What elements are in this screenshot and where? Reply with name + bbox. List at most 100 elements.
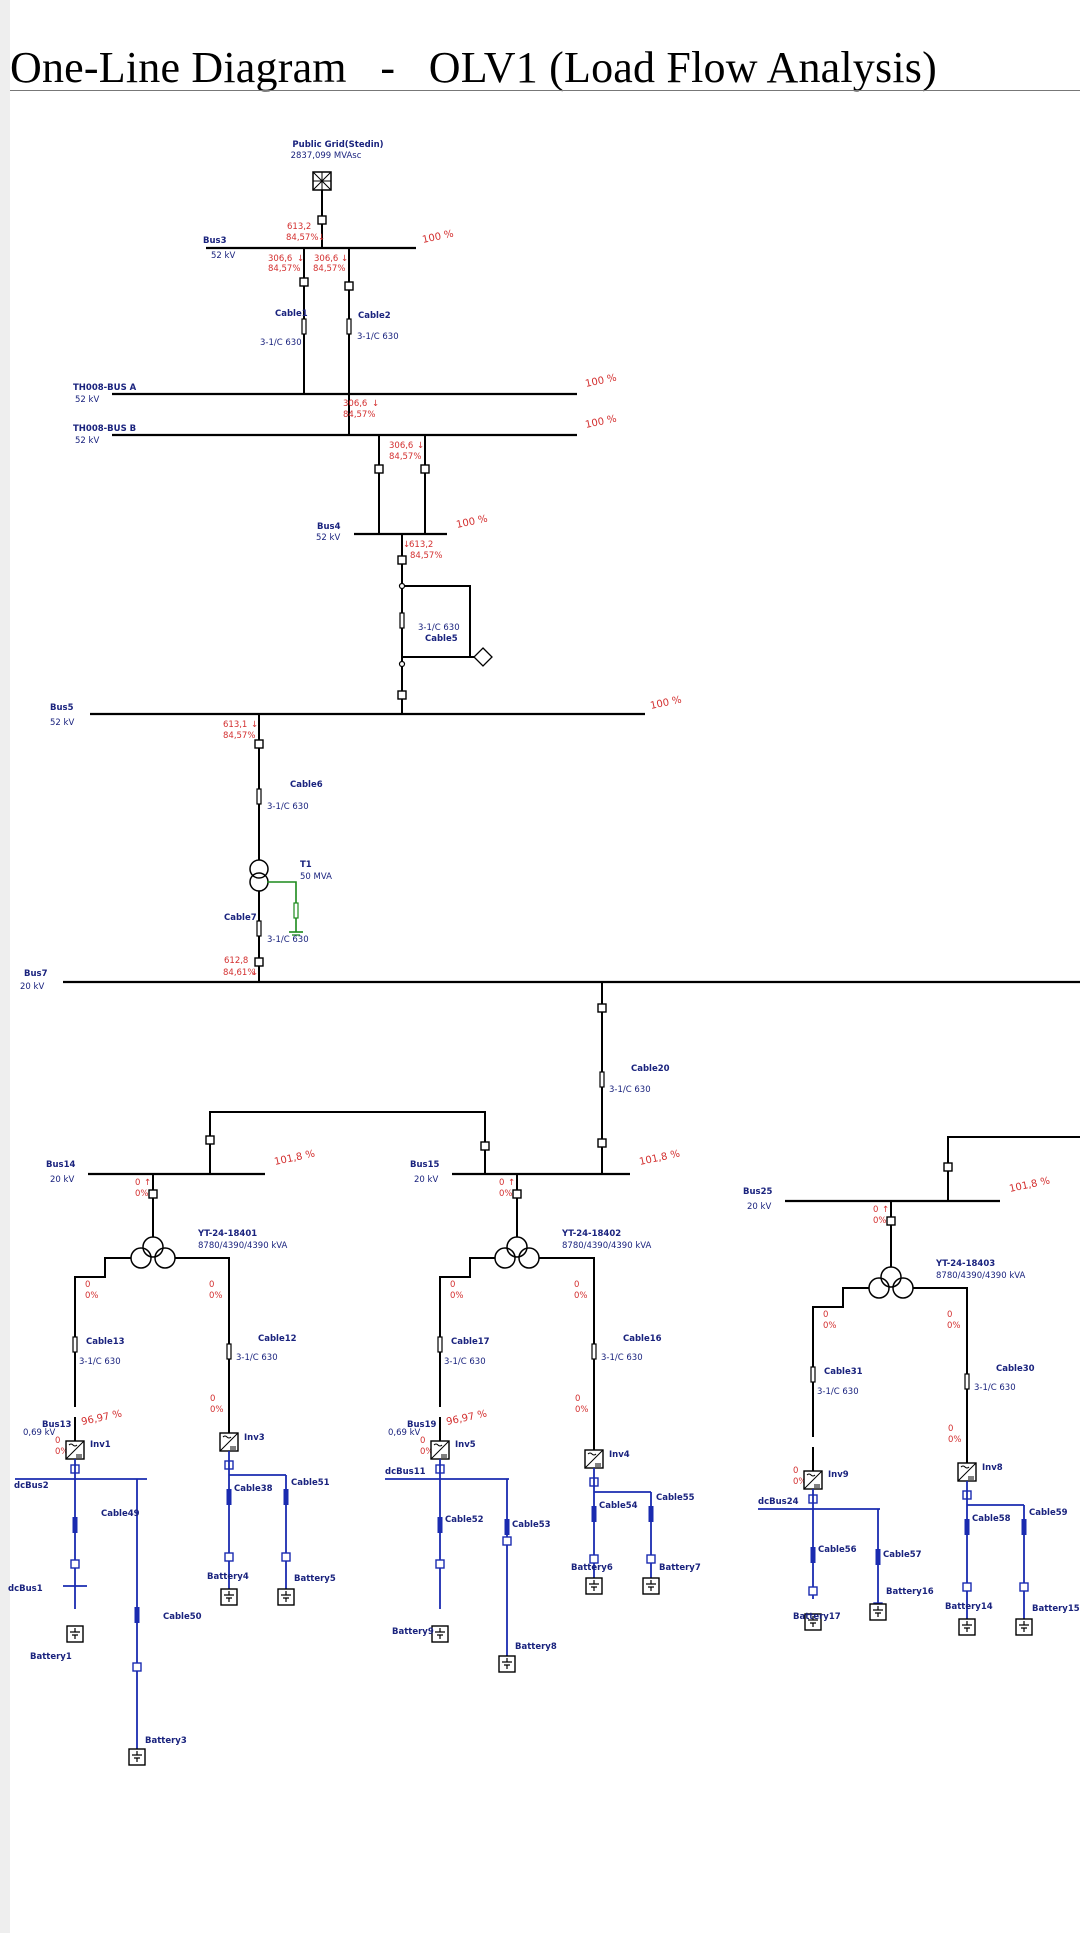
bus25-tie-breaker[interactable] <box>943 1162 953 1172</box>
section3-cable-c-breaker[interactable] <box>962 1582 972 1592</box>
section3-lv-left-wire <box>812 1287 869 1437</box>
svg-text:↓: ↓ <box>251 720 258 730</box>
section3-bus-name: Bus25 <box>743 1187 773 1197</box>
section1-cable-a-breaker[interactable] <box>70 1559 80 1569</box>
cable2-breaker[interactable] <box>344 281 354 291</box>
section1-battery-d[interactable] <box>277 1588 295 1606</box>
section2-cable-d-breaker[interactable] <box>646 1554 656 1564</box>
section3-cable-d-name: Cable59 <box>1029 1508 1068 1518</box>
th008-bus-b-name: TH008-BUS B <box>73 424 136 434</box>
section1-cable-b[interactable] <box>134 1607 140 1623</box>
section2-transformer-lv1 <box>494 1247 516 1269</box>
cable1-breaker[interactable] <box>299 277 309 287</box>
section2-battery-d[interactable] <box>642 1577 660 1595</box>
section1-battery-c[interactable] <box>220 1588 238 1606</box>
section3-cable-d[interactable] <box>1021 1519 1027 1535</box>
section2-tr-breaker[interactable] <box>512 1189 522 1199</box>
cable5-load-diamond[interactable] <box>473 647 493 667</box>
section2-cable-right[interactable] <box>591 1343 597 1360</box>
section1-cable-b-breaker[interactable] <box>132 1662 142 1672</box>
section1-battery-d-glyph <box>281 1591 291 1602</box>
section1-cable-left[interactable] <box>72 1336 78 1353</box>
section1-cable-a[interactable] <box>72 1517 78 1533</box>
section3-cable-left[interactable] <box>810 1366 816 1383</box>
section3-cable-c[interactable] <box>964 1519 970 1535</box>
bus5-pf: 84,57% <box>223 731 255 741</box>
section2-cable-d[interactable] <box>648 1506 654 1522</box>
section3-battery-b[interactable] <box>869 1603 887 1621</box>
section2-cable-b-breaker[interactable] <box>502 1536 512 1546</box>
section1-cable-c-breaker[interactable] <box>224 1552 234 1562</box>
cable5-symbol[interactable] <box>399 612 405 629</box>
section3-inverter-left-glyph <box>803 1470 823 1490</box>
section1-battery-b[interactable] <box>128 1748 146 1766</box>
bus14-tie-breaker[interactable] <box>205 1135 215 1145</box>
section2-cable-b[interactable] <box>504 1519 510 1535</box>
section1-tr-breaker[interactable] <box>148 1189 158 1199</box>
section2-battery-b[interactable] <box>498 1655 516 1673</box>
section3-cable-d-breaker[interactable] <box>1019 1582 1029 1592</box>
section2-invr-zero: 0 <box>575 1394 580 1404</box>
section2-cable-a-breaker[interactable] <box>435 1559 445 1569</box>
section3-cable-a[interactable] <box>810 1547 816 1563</box>
section3-cable-a-breaker[interactable] <box>808 1586 818 1596</box>
section2-cable-a[interactable] <box>437 1517 443 1533</box>
bus5-incomer-breaker[interactable] <box>397 690 407 700</box>
cable20-bottom-breaker[interactable] <box>597 1138 607 1148</box>
section3-battery-d[interactable] <box>1015 1618 1033 1636</box>
cable2-symbol[interactable] <box>346 318 352 335</box>
section2-cable-c[interactable] <box>591 1506 597 1522</box>
tie-left-breaker[interactable] <box>374 464 384 474</box>
section1-cable-c[interactable] <box>226 1489 232 1505</box>
section3-battery-c[interactable] <box>958 1618 976 1636</box>
cable5-loop <box>402 585 471 658</box>
cable20-symbol[interactable] <box>599 1071 605 1088</box>
section1-inverter-left-name: Inv1 <box>90 1440 111 1450</box>
section2-transformer[interactable] <box>506 1236 528 1258</box>
bus3-loading: 100 % <box>421 229 454 246</box>
section3-cable-b-name: Cable57 <box>883 1550 922 1560</box>
section1-battery-c-name: Battery4 <box>207 1572 249 1582</box>
bus4-kv: 52 kV <box>316 533 340 543</box>
section2-battery-a[interactable] <box>431 1625 449 1643</box>
section1-inverter-right-glyph <box>219 1432 239 1452</box>
section1-cable-d-breaker[interactable] <box>281 1552 291 1562</box>
transformer-t1[interactable] <box>249 859 269 892</box>
section3-tr-breaker[interactable] <box>886 1216 896 1226</box>
section1-cable-right[interactable] <box>226 1343 232 1360</box>
section1-battery-d-name: Battery5 <box>294 1574 336 1584</box>
cable20-top-breaker[interactable] <box>597 1003 607 1013</box>
section1-transformer[interactable] <box>142 1236 164 1258</box>
section3-cable-b[interactable] <box>875 1549 881 1565</box>
cable2-spec: 3-1/C 630 <box>357 332 399 342</box>
svg-text:↓: ↓ <box>251 968 258 978</box>
section1-battery-a[interactable] <box>66 1625 84 1643</box>
svg-text:↓: ↓ <box>341 254 348 264</box>
section2-inverter-right-glyph <box>584 1449 604 1469</box>
section2-battery-c[interactable] <box>585 1577 603 1595</box>
bus4-breaker[interactable] <box>397 555 407 565</box>
section2-cable-a-name: Cable52 <box>445 1515 484 1525</box>
section2-lv-left-wire <box>439 1257 495 1407</box>
section3-dcbus-a-name: dcBus24 <box>758 1497 799 1507</box>
section3-invr-zero: 0 <box>948 1424 953 1434</box>
cable7-breaker[interactable] <box>254 957 264 967</box>
feed-flow: 613,2 <box>287 222 311 232</box>
section1-lvr-zero-pct: 0% <box>209 1291 223 1301</box>
section1-cable-d[interactable] <box>283 1489 289 1505</box>
section2-cable-c-breaker[interactable] <box>589 1554 599 1564</box>
cable1-symbol[interactable] <box>301 318 307 335</box>
section3-battery-a[interactable] <box>804 1613 822 1631</box>
cable6-breaker[interactable] <box>254 739 264 749</box>
cable7-pf: 84,61% <box>223 968 255 978</box>
public-grid[interactable] <box>312 171 332 191</box>
bus15-tie-breaker[interactable] <box>480 1141 490 1151</box>
section3-cable-right[interactable] <box>964 1373 970 1390</box>
cable7-spec: 3-1/C 630 <box>267 935 309 945</box>
grid-breaker[interactable] <box>317 215 327 225</box>
section2-cable-left[interactable] <box>437 1336 443 1353</box>
cable6-symbol[interactable] <box>256 788 262 805</box>
section3-transformer[interactable] <box>880 1266 902 1288</box>
tie-right-breaker[interactable] <box>420 464 430 474</box>
cable7-symbol[interactable] <box>256 920 262 937</box>
